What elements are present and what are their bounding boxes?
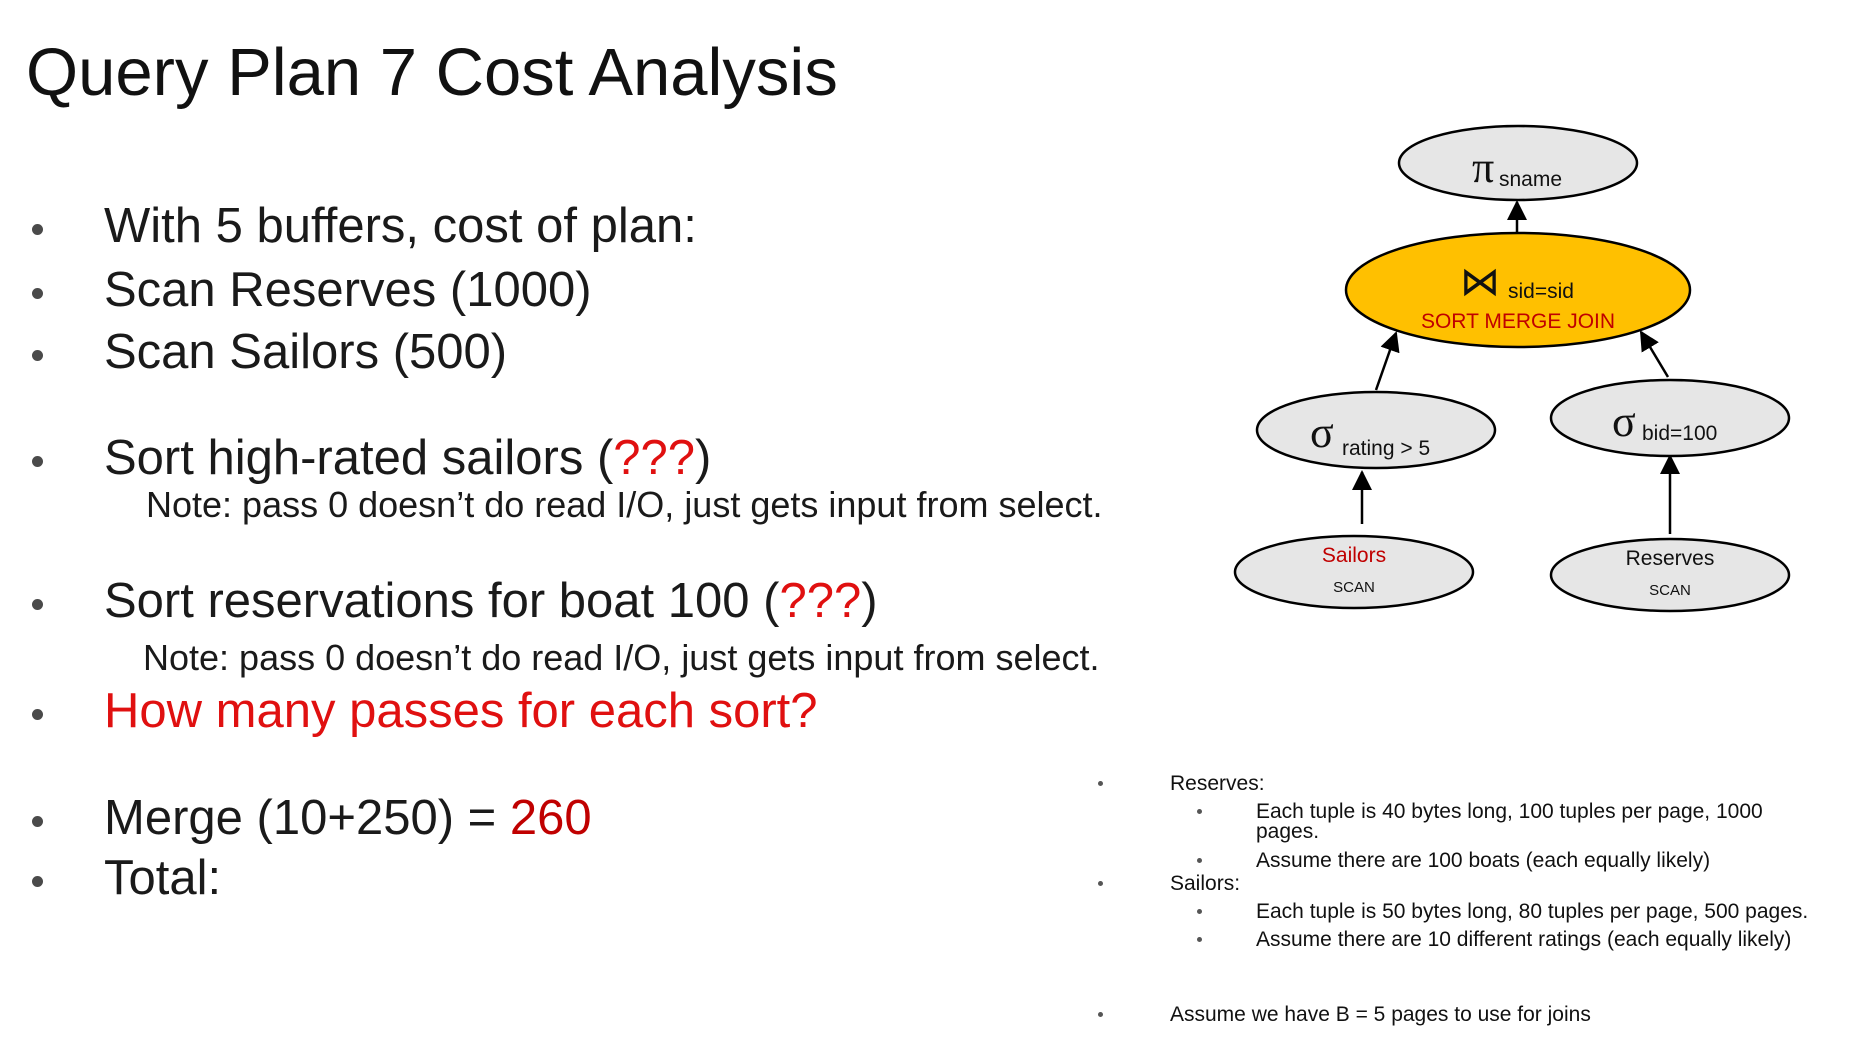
page-title: Query Plan 7 Cost Analysis — [26, 35, 838, 110]
note-pass0-reserves: Note: pass 0 doesn’t do read I/O, just g… — [143, 637, 1100, 678]
join-algorithm-label: SORT MERGE JOIN — [1421, 310, 1615, 333]
bullet-text-end: ) — [695, 431, 712, 485]
bullet-scan-sailors: Scan Sailors (500) — [104, 325, 508, 379]
reserves-relation-name: Reserves — [1626, 547, 1715, 570]
projection-node: π sname — [1397, 124, 1639, 202]
select-rating-node: σ rating > 5 — [1255, 390, 1497, 470]
bullet-scan-reserves: Scan Reserves (1000) — [104, 263, 592, 317]
join-condition: sid=sid — [1508, 280, 1574, 303]
sailors-ratings-info: Assume there are 10 different ratings (e… — [1256, 928, 1792, 951]
info-sub-bullet — [1197, 858, 1202, 863]
projection-symbol: π — [1472, 143, 1494, 192]
bullet-sort-sailors: Sort high-rated sailors (???) — [104, 430, 711, 486]
unknown-cost: ??? — [613, 431, 696, 485]
bullet-dot — [32, 350, 43, 361]
bullet-sort-reserves: Sort reservations for boat 100 (???) — [104, 573, 878, 629]
reserves-scan-label: SCAN — [1649, 582, 1691, 599]
sailors-scan-node: Sailors SCAN — [1233, 534, 1475, 610]
select-rating-condition: rating > 5 — [1342, 437, 1430, 460]
note-pass0-sailors: Note: pass 0 doesn’t do read I/O, just g… — [146, 484, 1103, 525]
info-bullet — [1098, 881, 1103, 886]
info-sub-bullet — [1197, 809, 1202, 814]
bullet-text: Sort reservations for boat 100 ( — [104, 574, 780, 628]
reserves-scan-node: Reserves SCAN — [1549, 537, 1791, 613]
bullet-dot — [32, 876, 43, 887]
bullet-passes-question: How many passes for each sort? — [104, 684, 818, 738]
bullet-text-end: ) — [861, 574, 878, 628]
select-bid-node: σ bid=100 — [1549, 378, 1791, 458]
select-symbol: σ — [1310, 408, 1334, 457]
info-bullet — [1098, 1012, 1103, 1017]
bullet-dot — [32, 599, 43, 610]
bullet-dot — [32, 709, 43, 720]
projection-attribute: sname — [1499, 168, 1562, 191]
merge-cost-value: 260 — [509, 791, 592, 845]
sailors-relation-name: Sailors — [1322, 544, 1386, 567]
info-sub-bullet — [1197, 937, 1202, 942]
info-bullet — [1098, 781, 1103, 786]
bullet-dot — [32, 224, 43, 235]
join-symbol: ⋈ — [1460, 259, 1500, 305]
sailors-info-label: Sailors: — [1170, 872, 1241, 895]
edge-select-left-to-join — [1374, 331, 1400, 391]
select-symbol: σ — [1612, 397, 1636, 446]
bullet-text: Merge (10+250) = — [104, 791, 510, 845]
reserves-boats-info: Assume there are 100 boats (each equally… — [1256, 849, 1711, 872]
bullet-buffers: With 5 buffers, cost of plan: — [104, 199, 697, 253]
unknown-cost: ??? — [779, 574, 862, 628]
bullet-dot — [32, 456, 43, 467]
bullet-total: Total: — [104, 851, 222, 905]
reserves-info-label: Reserves: — [1170, 772, 1265, 795]
bullet-dot — [32, 288, 43, 299]
select-bid-condition: bid=100 — [1642, 422, 1717, 445]
reserves-tuple-info-cont: pages. — [1256, 820, 1320, 843]
sailors-tuple-info: Each tuple is 50 bytes long, 80 tuples p… — [1256, 900, 1809, 923]
buffer-pages-info: Assume we have B = 5 pages to use for jo… — [1170, 1003, 1591, 1026]
bullet-text: Sort high-rated sailors ( — [104, 431, 614, 485]
info-sub-bullet — [1197, 909, 1202, 914]
edge-select-right-to-join — [1639, 330, 1670, 378]
join-node: ⋈ sid=sid SORT MERGE JOIN — [1344, 231, 1692, 349]
bullet-dot — [32, 816, 43, 827]
bullet-merge: Merge (10+250) = 260 — [104, 790, 592, 846]
sailors-scan-label: SCAN — [1333, 579, 1375, 596]
reserves-tuple-info: Each tuple is 40 bytes long, 100 tuples … — [1256, 800, 1763, 823]
